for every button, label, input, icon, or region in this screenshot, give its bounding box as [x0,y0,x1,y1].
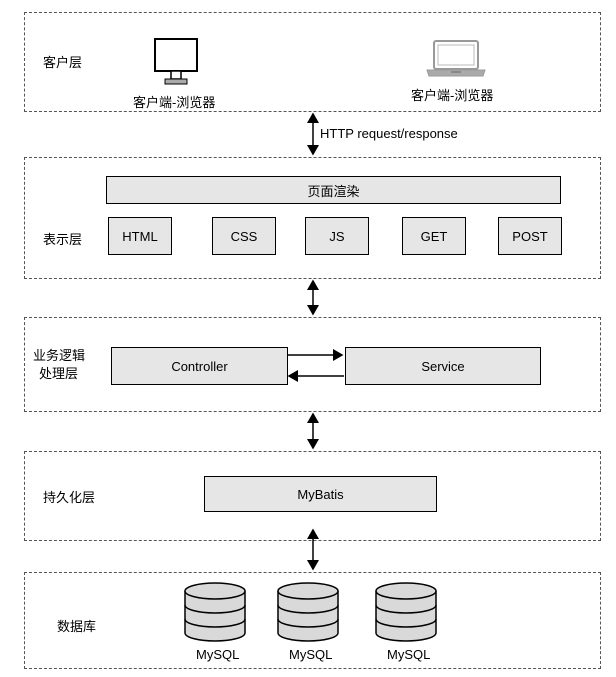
presentation-layer-label: 表示层 [43,232,83,247]
database-layer: 数据库 MySQL MySQL MySQL [24,572,601,669]
tech-box-js: JS [305,217,369,255]
client-device-caption-1: 客户端-浏览器 [133,95,216,110]
tech-box-post: POST [498,217,562,255]
tech-box-css: CSS [212,217,276,255]
db-caption-1: MySQL [196,647,240,662]
tech-box-html: HTML [108,217,172,255]
desktop-monitor-icon [154,38,198,85]
client-layer-label: 客户层 [43,55,83,70]
db-caption-3: MySQL [387,647,431,662]
tech-box-get: GET [402,217,466,255]
laptop-icon [426,40,486,77]
client-layer: 客户层 客户端-浏览器 客户端-浏览器 [24,12,601,112]
business-layer-label-line1: 业务逻辑 [33,348,86,363]
business-logic-layer: 业务逻辑 处理层 Controller Service [24,317,601,412]
database-cylinder-icon [375,582,437,642]
http-connector-label: HTTP request/response [320,126,458,141]
page-render-bar: 页面渲染 [106,176,561,204]
persistence-layer: 持久化层 MyBatis [24,451,601,541]
database-cylinder-icon [277,582,339,642]
business-layer-label-line2: 处理层 [39,366,79,381]
controller-box: Controller [111,347,288,385]
database-cylinder-icon [184,582,246,642]
db-caption-2: MySQL [289,647,333,662]
service-box: Service [345,347,541,385]
persistence-layer-label: 持久化层 [43,490,96,505]
client-device-caption-2: 客户端-浏览器 [411,88,494,103]
presentation-layer: 表示层 页面渲染 HTML CSS JS GET POST [24,157,601,279]
mybatis-box: MyBatis [204,476,437,512]
database-layer-label: 数据库 [57,619,97,634]
